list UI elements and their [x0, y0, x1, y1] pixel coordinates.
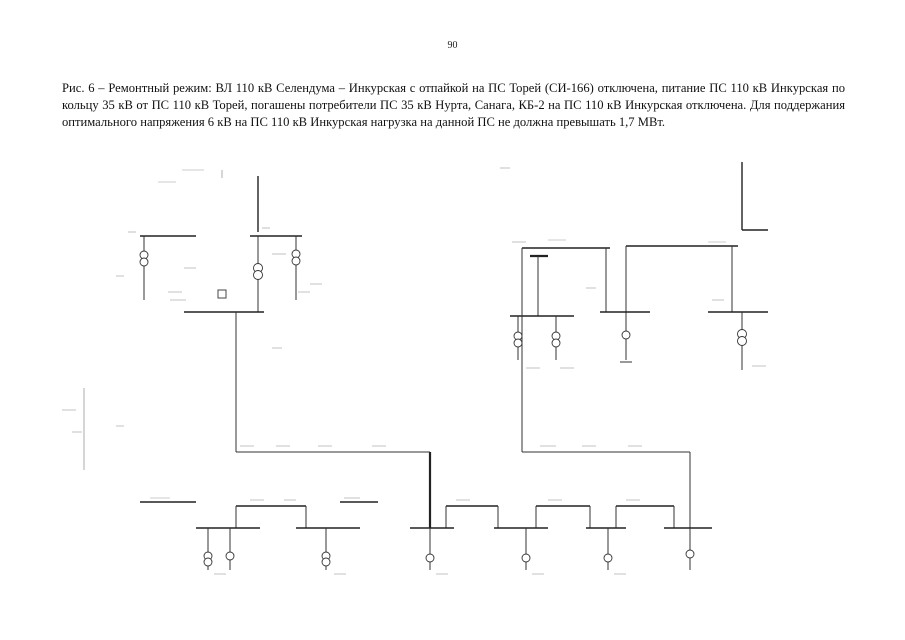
transformer-symbol [253, 270, 263, 280]
substation-upper-right [510, 162, 768, 452]
transformer-symbol [291, 256, 301, 266]
transformer-symbol [621, 330, 631, 340]
ring-35kv [83, 388, 691, 528]
transformer-symbol [521, 553, 531, 563]
faint-label-marks [62, 167, 766, 575]
transformer-symbol [225, 551, 235, 561]
equipment-box [217, 289, 227, 299]
transformer-symbol [737, 336, 747, 346]
transformer-symbol [513, 338, 523, 348]
transformer-symbol [203, 557, 213, 567]
transformer-symbol [321, 557, 331, 567]
substations-lower-row [140, 501, 712, 570]
transformer-symbol [425, 553, 435, 563]
page-number: 90 [447, 40, 458, 51]
transformer-symbol [685, 549, 695, 559]
transformer-symbol [139, 257, 149, 267]
transformer-symbol [603, 553, 613, 563]
figure-caption: Рис. 6 – Ремонтный режим: ВЛ 110 кВ Селе… [62, 81, 845, 129]
transformer-symbol [551, 338, 561, 348]
substation-upper-left [139, 170, 302, 452]
